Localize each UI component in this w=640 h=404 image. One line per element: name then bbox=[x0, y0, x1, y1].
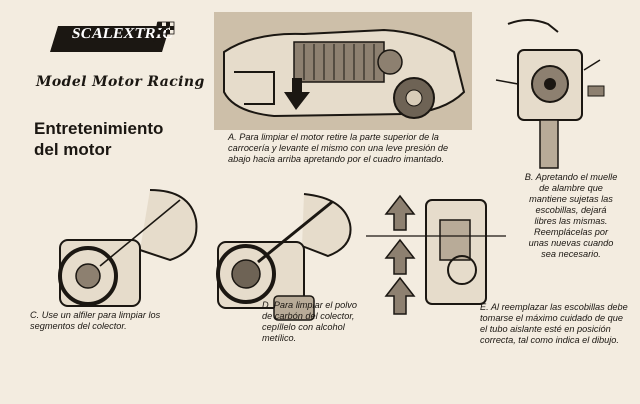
header-subtitle: Model Motor Racing bbox=[36, 74, 205, 90]
caption-d: D. Para limpiar el polvo de carbón del c… bbox=[262, 300, 357, 343]
caption-c: C. Use un alfiler para limpiar los segme… bbox=[30, 310, 161, 331]
car-chassis-illustration bbox=[214, 12, 472, 130]
brush-spring-illustration bbox=[488, 10, 620, 170]
section-title-line1: Entretenimiento bbox=[34, 119, 164, 138]
caption-a: A. Para limpiar el motor retire la parte… bbox=[228, 132, 449, 164]
caption-b: B. Apretando el muelle de alambre que ma… bbox=[524, 172, 618, 259]
section-title: Entretenimiento del motor bbox=[34, 118, 194, 160]
brand-logo-text: SCALEXTRIC bbox=[70, 26, 175, 42]
scalextric-logo bbox=[50, 26, 170, 52]
brush-cleaning-illustration bbox=[204, 186, 364, 326]
section-title-line2: del motor bbox=[34, 140, 112, 159]
brush-replacement-illustration bbox=[366, 190, 506, 320]
caption-e: E. Al reemplazar las escobillas debe tom… bbox=[480, 302, 628, 345]
checkered-flag-icon bbox=[152, 20, 176, 43]
pin-cleaning-illustration bbox=[30, 180, 202, 330]
